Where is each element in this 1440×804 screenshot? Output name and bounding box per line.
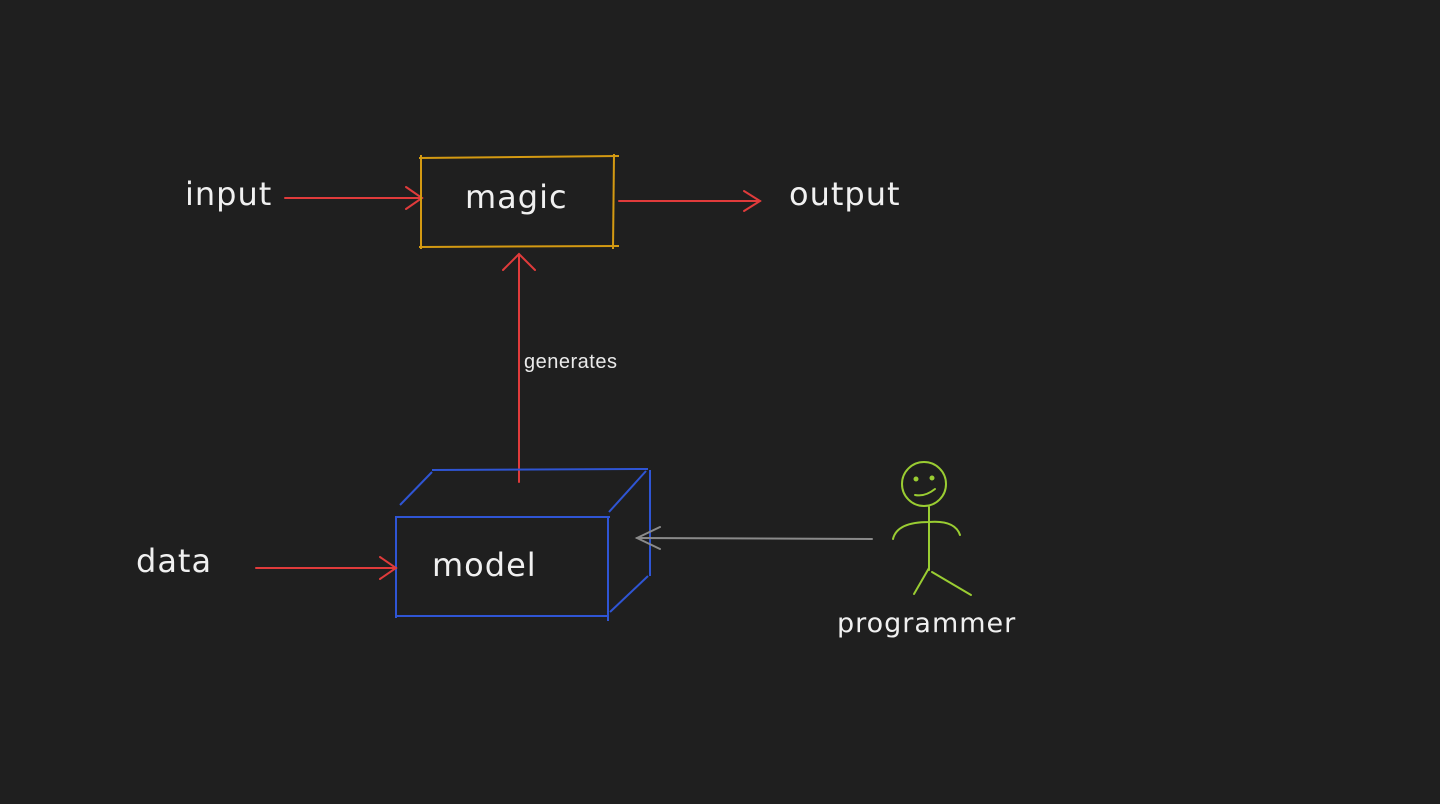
model-label: model xyxy=(432,546,537,584)
input-label: input xyxy=(185,175,273,213)
generates-label: generates xyxy=(524,351,618,373)
programmer-label: programmer xyxy=(837,608,1017,639)
data-to-model-arrow xyxy=(255,556,398,580)
data-label: data xyxy=(136,542,213,580)
output-label: output xyxy=(789,175,901,213)
magic-box xyxy=(418,153,620,250)
input-to-magic-arrow xyxy=(284,186,424,210)
magic-label: magic xyxy=(465,178,568,216)
generates-arrow xyxy=(502,252,536,483)
model-box xyxy=(395,468,651,621)
magic-to-output-arrow xyxy=(618,190,762,212)
programmer-to-model-arrow xyxy=(634,526,873,550)
programmer-figure-icon xyxy=(892,461,972,596)
